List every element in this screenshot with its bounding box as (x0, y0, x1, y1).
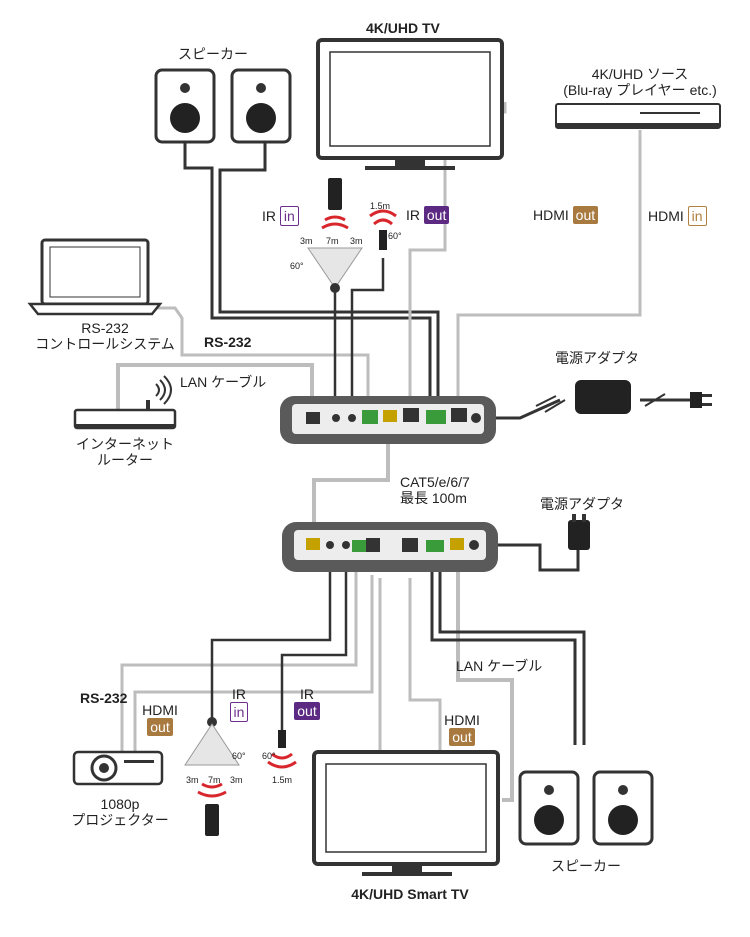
hdmi-out-cable-top (408, 102, 507, 402)
speaker-top-right (230, 68, 292, 144)
speaker-bottom-left (518, 770, 580, 846)
ir-dist-bottom-right: 3m (230, 775, 243, 785)
ir-in-tag: in (229, 702, 249, 722)
projector (72, 750, 164, 786)
tv-bottom (312, 750, 500, 876)
ir-dist-bottom-center: 7m (208, 775, 221, 785)
laptop (27, 238, 163, 316)
lan-cable-top (116, 363, 314, 410)
router-label-line2: ルーター (97, 452, 153, 468)
rs232-system-line1: RS-232 (81, 320, 129, 336)
speaker-bottom-label: スピーカー (551, 858, 621, 874)
hdmi-text: HDMI (533, 207, 569, 223)
ir-out-label-top: IR out (406, 206, 450, 224)
ir-text: IR (262, 208, 276, 224)
rs232-label-bottom: RS-232 (80, 690, 128, 706)
speaker-cable-bottom-2 (438, 565, 586, 745)
rs232-cable-top (150, 306, 370, 402)
receiver (282, 522, 498, 572)
projector-label-line1: 1080p (100, 796, 140, 812)
rs232-cable-bottom (120, 560, 358, 755)
ir-in-cable-bottom (210, 560, 332, 718)
hdmi-out-label-tv-bottom: HDMI out (440, 712, 484, 746)
hdmi-out-label-top: HDMI out (533, 206, 599, 224)
hdmi-out-tag: out (449, 728, 475, 746)
ir-in-label-bottom: IR in (224, 686, 254, 722)
speaker-cable-top-2 (218, 140, 440, 404)
hdmi-text: HDMI (648, 208, 684, 224)
ir-angle-top: 60° (290, 261, 304, 271)
speaker-cable-top (183, 140, 432, 404)
power-adapter-label-bottom: 電源アダプタ (540, 496, 624, 512)
hdmi-text: HDMI (142, 702, 178, 718)
cat-label-line1: CAT5/e/6/7 (400, 474, 470, 490)
ir-out-angle-bottom: 60° (262, 751, 276, 761)
ir-dist-right: 3m (350, 236, 363, 246)
ir-out-angle-top: 60° (388, 231, 402, 241)
hdmi-cable-projector (133, 575, 374, 755)
ir-dist-bottom-left: 3m (186, 775, 199, 785)
source-label-line2: (Blu-ray プレイヤー etc.) (563, 82, 717, 98)
speaker-top-label: スピーカー (178, 46, 248, 62)
hdmi-text: HDMI (444, 712, 480, 728)
ir-out-tag: out (294, 702, 320, 720)
ir-out-label-bottom: IR out (290, 686, 324, 720)
cat-label-line2: 最長 100m (400, 490, 467, 506)
router-label-line1: インターネット (76, 436, 174, 452)
hdmi-cable-tv-bottom (408, 578, 442, 752)
tv-top-label: 4K/UHD TV (366, 20, 440, 36)
power-adapter-bottom (568, 514, 590, 550)
ir-out-cable-bottom (280, 560, 348, 730)
hdmi-in-tag: in (687, 206, 707, 226)
hdmi-in-label-top: HDMI in (648, 206, 707, 226)
ir-emitter-top (369, 209, 397, 250)
power-cable-bottom (480, 543, 580, 572)
rs232-cable-label: RS-232 (204, 334, 252, 350)
ir-dist-left: 3m (300, 236, 313, 246)
rs232-system-line2: コントロールシステム (35, 336, 175, 352)
speaker-top-left (154, 68, 216, 144)
ir-out-tag: out (423, 206, 450, 224)
ir-out-dist-bottom: 1.5m (272, 775, 293, 785)
tv-top (316, 38, 504, 170)
ir-text: IR (406, 207, 420, 223)
source-label-line1: 4K/UHD ソース (591, 66, 689, 82)
cat-cable (312, 432, 390, 530)
ir-text: IR (232, 686, 246, 702)
bluray-player (555, 103, 721, 129)
ir-out-dist-top: 1.5m (370, 201, 391, 211)
tv-bottom-label: 4K/UHD Smart TV (351, 886, 469, 902)
ir-out-cable-top (350, 258, 385, 402)
lan-cable-label-bottom: LAN ケーブル (456, 658, 543, 674)
hdmi-out-label-projector: HDMI out (138, 702, 182, 736)
ir-emitter-bottom (267, 730, 297, 769)
power-adapter-top (535, 380, 712, 414)
router (73, 375, 177, 430)
transmitter (280, 396, 496, 444)
ir-angle-bottom: 60° (232, 751, 246, 761)
power-cable-top (486, 398, 561, 420)
hdmi-out-tag: out (147, 718, 173, 736)
speaker-cable-bottom (430, 565, 577, 745)
ir-text: IR (300, 686, 314, 702)
ir-receiver-bottom (184, 717, 240, 836)
power-adapter-label-top: 電源アダプタ (555, 350, 639, 366)
ir-in-label-top: IR in (262, 206, 299, 226)
ir-in-tag: in (279, 206, 299, 226)
hdmi-out-tag: out (572, 206, 599, 224)
ir-receiver-top (307, 178, 363, 293)
speaker-bottom-right (592, 770, 654, 846)
hdmi-in-cable-top (456, 130, 642, 402)
lan-cable-label-top: LAN ケーブル (180, 374, 267, 390)
ir-dist-center: 7m (326, 236, 339, 246)
projector-label-line2: プロジェクター (71, 812, 169, 828)
